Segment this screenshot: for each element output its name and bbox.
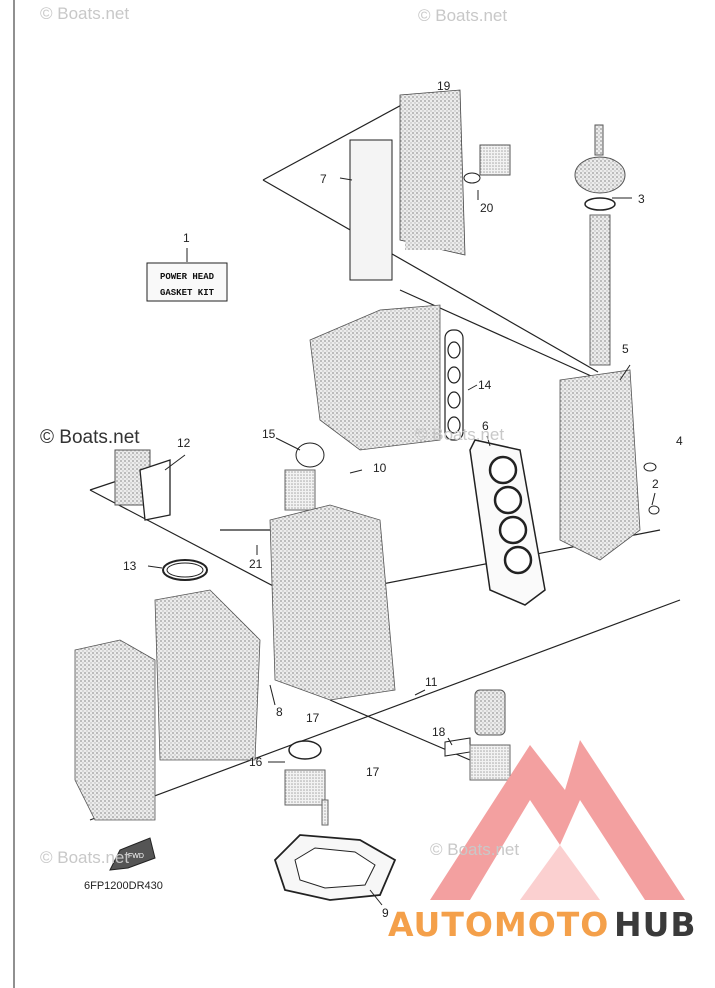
camshaft-part <box>574 124 626 366</box>
head-gasket-part <box>469 439 546 606</box>
oil-filter-part <box>444 689 511 781</box>
callout-12: 12 <box>177 436 191 450</box>
cylinder-block-part <box>269 504 396 701</box>
callout-17a: 17 <box>306 711 320 725</box>
callout-numbers: 1 2 3 4 5 6 7 8 9 10 11 12 13 14 15 16 1… <box>123 79 683 920</box>
watermark-bottom-right: © Boats.net <box>430 840 520 859</box>
callout-2: 2 <box>652 477 659 491</box>
kit-label-line-1: POWER HEAD <box>160 272 215 282</box>
callout-17b: 17 <box>366 765 380 779</box>
oil-filler-part <box>463 144 511 184</box>
callout-leaders <box>147 177 656 906</box>
callout-5: 5 <box>622 342 629 356</box>
callout-9: 9 <box>382 906 389 920</box>
callout-13: 13 <box>123 559 137 573</box>
watermark-top-left: © Boats.net <box>40 4 130 23</box>
cover-plate-part <box>114 449 171 521</box>
kit-label-line-2: GASKET KIT <box>160 288 215 298</box>
oil-strainer-part <box>284 740 329 826</box>
o-ring-13-part <box>162 559 208 581</box>
oil-pan-gasket-part <box>273 834 397 901</box>
logo-text-hub: HUB <box>614 905 697 944</box>
fwd-label: FWD <box>128 853 144 860</box>
watermark-mid-left: © Boats.net <box>40 427 140 448</box>
callout-16: 16 <box>249 755 263 769</box>
callout-8: 8 <box>276 705 283 719</box>
callout-3: 3 <box>638 192 645 206</box>
callout-14: 14 <box>478 378 492 392</box>
thermostat-part <box>284 442 325 511</box>
callout-19: 19 <box>437 79 451 93</box>
crankcase-part <box>74 589 261 821</box>
fwd-arrow-icon: FWD <box>109 837 156 871</box>
watermark-mid-right: © Boats.net <box>415 425 505 444</box>
callout-11: 11 <box>425 675 438 689</box>
callout-15: 15 <box>262 427 276 441</box>
head-cover-part <box>349 89 466 281</box>
watermark-top-right: © Boats.net <box>418 6 508 25</box>
callout-20: 20 <box>480 201 494 215</box>
callout-7: 7 <box>320 172 327 186</box>
exhaust-manifold-part <box>309 304 441 451</box>
callout-10: 10 <box>373 461 387 475</box>
callout-21: 21 <box>249 557 263 571</box>
callout-4: 4 <box>676 434 683 448</box>
diagram-code: 6FP1200DR430 <box>84 880 163 892</box>
callout-1: 1 <box>183 231 190 245</box>
cylinder-head-part <box>559 369 660 561</box>
power-head-gasket-kit-label: POWER HEAD GASKET KIT <box>146 248 228 302</box>
callout-18: 18 <box>432 725 446 739</box>
callout-6: 6 <box>482 419 489 433</box>
logo-text-automoto: AUTOMOTO <box>388 905 610 944</box>
automotohub-logo-mark <box>430 740 685 900</box>
manifold-gasket-part <box>444 329 464 441</box>
watermark-bottom-left: © Boats.net <box>40 848 130 867</box>
